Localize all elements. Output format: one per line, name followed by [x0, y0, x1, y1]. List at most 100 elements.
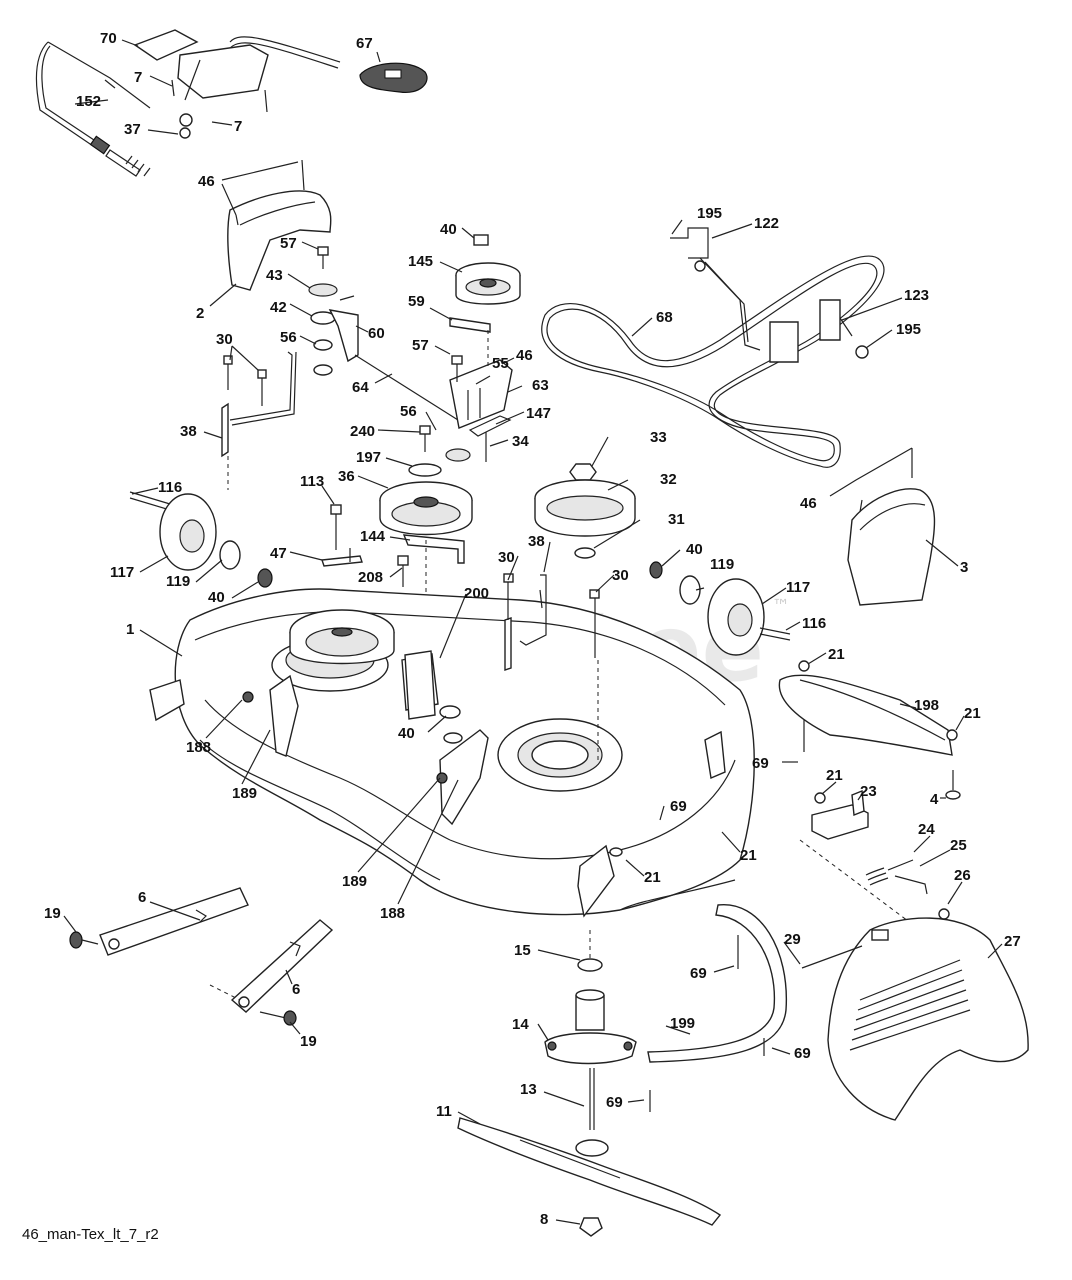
center-brackets: [404, 573, 600, 760]
callout-26: 26: [954, 867, 971, 884]
callout-59: 59: [408, 293, 425, 310]
callout-200: 200: [464, 585, 489, 602]
callout-25: 25: [950, 837, 967, 854]
callout-13: 13: [520, 1081, 537, 1098]
callout-57-b: 57: [412, 337, 429, 354]
callout-30-a: 30: [216, 331, 233, 348]
callout-27: 27: [1004, 933, 1021, 950]
belt-cover-3: [847, 448, 936, 606]
callout-198: 198: [914, 697, 939, 714]
callout-6-a: 6: [138, 889, 146, 906]
callout-30-c: 30: [612, 567, 629, 584]
callout-70: 70: [100, 30, 117, 47]
callout-24: 24: [918, 821, 935, 838]
callout-labels: 70 67 7 7 152 37 46 2 57 43 42 60 56 64 …: [44, 30, 1021, 1228]
callout-29: 29: [784, 931, 801, 948]
gauge-wheel-left: [129, 491, 273, 588]
callout-68: 68: [656, 309, 673, 326]
callout-145: 145: [408, 253, 433, 270]
discharge-chute-27: [827, 917, 1029, 1121]
callout-19-b: 19: [300, 1033, 317, 1050]
callout-23: 23: [860, 783, 877, 800]
callout-6-b: 6: [292, 981, 300, 998]
callout-3: 3: [960, 559, 968, 576]
callout-147: 147: [526, 405, 551, 422]
callout-189-a: 189: [232, 785, 257, 802]
callout-40-d: 40: [398, 725, 415, 742]
trademark-symbol: ™: [772, 596, 790, 617]
callout-33: 33: [650, 429, 667, 446]
callout-117-b: 117: [786, 579, 810, 596]
callout-69-e: 69: [606, 1094, 623, 1111]
leader-lines: [63, 39, 1003, 1225]
callout-8: 8: [540, 1211, 548, 1228]
callout-15: 15: [514, 942, 531, 959]
lift-cable-assembly: [35, 41, 151, 177]
gauge-wheel-right: [649, 561, 791, 656]
callout-199: 199: [670, 1015, 695, 1032]
drive-belt-68: [541, 255, 885, 468]
knob-67: [359, 62, 428, 94]
callout-7-b: 7: [234, 118, 242, 135]
callout-34: 34: [512, 433, 529, 450]
callout-195-a: 195: [697, 205, 722, 222]
callout-21-d: 21: [740, 847, 757, 864]
callout-56-b: 56: [400, 403, 417, 420]
callout-47: 47: [270, 545, 287, 562]
callout-57-a: 57: [280, 235, 297, 252]
callout-123: 123: [904, 287, 929, 304]
callout-63: 63: [532, 377, 549, 394]
spindle-assembly: [457, 930, 722, 1237]
callout-69-d: 69: [794, 1045, 811, 1062]
callout-67: 67: [356, 35, 373, 52]
callout-40-c: 40: [686, 541, 703, 558]
mower-deck-1: [149, 574, 755, 918]
idler-rod-64: [354, 354, 459, 421]
callout-144: 144: [360, 528, 386, 545]
callout-30-b: 30: [498, 549, 515, 566]
idler-hardware-stack: [308, 246, 359, 376]
callout-46-c: 46: [800, 495, 817, 512]
callout-4: 4: [930, 791, 939, 808]
callout-189-b: 189: [342, 873, 367, 890]
discharge-bracket-23: [799, 790, 950, 931]
bracket-38-left: [221, 351, 297, 490]
belt-guard-2: [227, 159, 332, 291]
callout-122: 122: [754, 215, 779, 232]
idler-pulley-145: [455, 234, 521, 305]
callout-1: 1: [126, 621, 134, 638]
callout-188-a: 188: [186, 739, 211, 756]
baffle-198: [778, 660, 961, 800]
chute-rod-and-strap: [647, 904, 863, 1112]
callout-240: 240: [350, 423, 375, 440]
callout-38-b: 38: [528, 533, 545, 550]
deck-pulley-36: [379, 425, 473, 564]
callout-21-e: 21: [644, 869, 661, 886]
callout-43: 43: [266, 267, 283, 284]
callout-46-b: 46: [516, 347, 533, 364]
deck-mount-bracket-upper: [69, 887, 249, 956]
callout-64: 64: [352, 379, 369, 396]
callout-36: 36: [338, 468, 355, 485]
deck-mount-bracket-lower: [209, 919, 334, 1026]
callout-60: 60: [368, 325, 385, 342]
callout-195-b: 195: [896, 321, 921, 338]
callout-152: 152: [76, 93, 101, 110]
callout-2: 2: [196, 305, 204, 322]
callout-37: 37: [124, 121, 141, 138]
callout-32: 32: [660, 471, 677, 488]
callout-113: 113: [300, 473, 324, 490]
callout-7-a: 7: [134, 69, 142, 86]
callout-119-b: 119: [710, 556, 734, 573]
callout-14: 14: [512, 1016, 529, 1033]
callout-69-a: 69: [752, 755, 769, 772]
belt-guide-122-123: [670, 227, 869, 363]
callout-117-a: 117: [110, 564, 134, 581]
callout-55: 55: [492, 355, 509, 372]
callout-56-a: 56: [280, 329, 297, 346]
callout-21-b: 21: [964, 705, 981, 722]
callout-116-a: 116: [158, 479, 182, 496]
callout-116-b: 116: [802, 615, 826, 632]
callout-188-b: 188: [380, 905, 405, 922]
